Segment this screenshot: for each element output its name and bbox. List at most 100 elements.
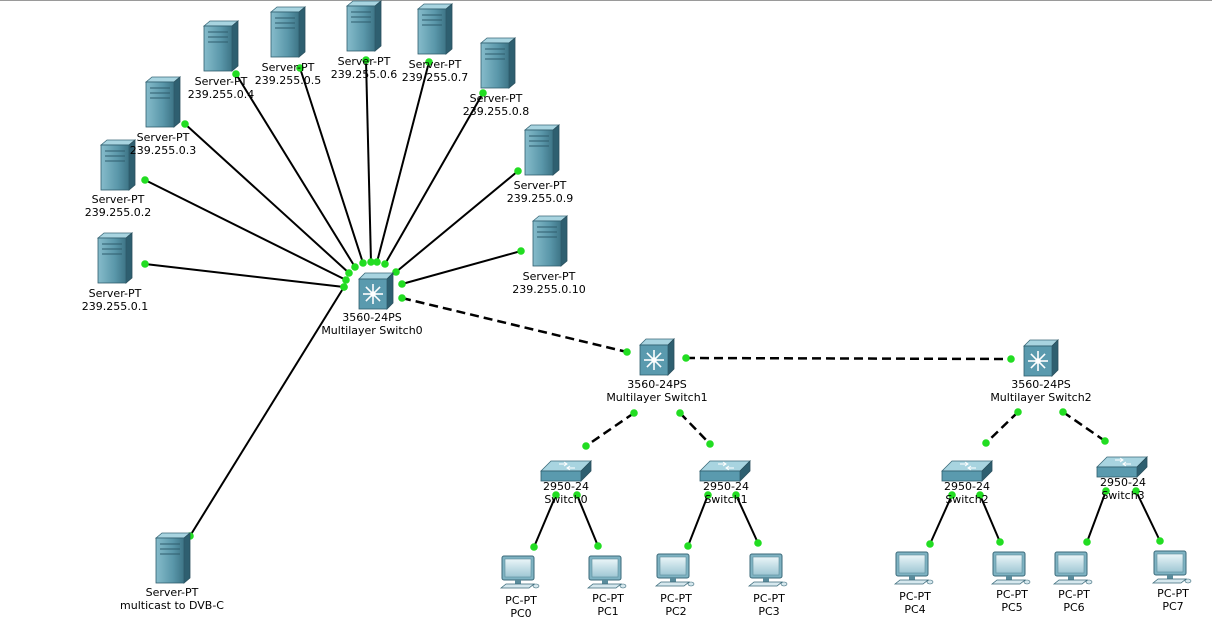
port-indicator <box>573 491 581 499</box>
server-icon-s3[interactable] <box>144 76 182 128</box>
link-s7-ms0[interactable] <box>376 61 430 263</box>
port-indicator <box>1014 408 1022 416</box>
link-s9-ms0[interactable] <box>395 170 519 273</box>
pc-icon-pc7[interactable] <box>1151 550 1192 584</box>
port-indicator <box>732 491 740 499</box>
multilayer-switch-icon-ms0[interactable] <box>358 272 394 310</box>
port-indicator <box>141 260 149 268</box>
switch-icon-sw3[interactable] <box>1096 456 1148 478</box>
port-indicator <box>232 70 240 78</box>
port-indicator <box>517 247 525 255</box>
switch-icon-sw1[interactable] <box>699 460 751 482</box>
device-name: multicast to DVB-C <box>120 599 224 612</box>
device-model: PC-PT <box>899 590 931 603</box>
link-s2-ms0[interactable] <box>144 179 347 281</box>
server-icon-s1[interactable] <box>96 232 134 284</box>
pc-icon-pc1[interactable] <box>586 555 627 589</box>
port-indicator <box>976 491 984 499</box>
port-indicator <box>296 64 304 72</box>
device-model: Server-PT <box>469 92 523 105</box>
link-ms1-sw0[interactable] <box>585 411 635 448</box>
port-indicator <box>514 167 522 175</box>
pc-icon-pc0[interactable] <box>499 555 540 589</box>
link-ms1-ms2[interactable] <box>685 356 1012 361</box>
port-indicator <box>381 260 389 268</box>
pc-icon-pc2[interactable] <box>654 553 695 587</box>
device-model: PC-PT <box>996 588 1028 601</box>
link-sw0-pc0[interactable] <box>533 494 557 548</box>
port-indicator <box>682 354 690 362</box>
device-name: Multilayer Switch1 <box>606 391 708 404</box>
port-indicator <box>392 268 400 276</box>
device-name: Switch1 <box>704 493 748 506</box>
device-model: 2950-24 <box>1100 476 1146 489</box>
link-ms2-sw2[interactable] <box>985 411 1019 444</box>
server-icon-dvb[interactable] <box>154 532 192 584</box>
server-icon-s7[interactable] <box>416 3 454 55</box>
device-model: 3560-24PS <box>1011 378 1071 391</box>
multilayer-switch-icon-ms1[interactable] <box>639 338 675 376</box>
switch-icon-sw0[interactable] <box>540 460 592 482</box>
link-s6-ms0[interactable] <box>365 59 372 263</box>
port-indicator <box>373 258 381 266</box>
link-sw0-pc1[interactable] <box>576 494 599 547</box>
port-indicator <box>181 120 189 128</box>
link-ms1-sw1[interactable] <box>679 412 711 445</box>
device-name: PC3 <box>758 605 780 618</box>
device-model: 3560-24PS <box>342 311 402 324</box>
port-indicator <box>398 280 406 288</box>
device-model: Server-PT <box>194 75 248 88</box>
link-s5-ms0[interactable] <box>299 67 364 264</box>
pc-icon-pc3[interactable] <box>747 553 788 587</box>
link-s1-ms0[interactable] <box>144 263 345 288</box>
port-indicator <box>351 263 359 271</box>
link-ms0-ms1[interactable] <box>401 296 628 354</box>
multilayer-switch-icon-ms2[interactable] <box>1023 339 1059 377</box>
port-indicator <box>594 542 602 550</box>
server-icon-s2[interactable] <box>99 139 137 191</box>
server-icon-s5[interactable] <box>269 6 307 58</box>
device-name: Switch3 <box>1101 489 1145 502</box>
link-sw1-pc2[interactable] <box>687 494 709 547</box>
device-name: 239.255.0.9 <box>506 192 574 205</box>
device-model: 2950-24 <box>944 480 990 493</box>
link-sw2-pc5[interactable] <box>979 494 1001 543</box>
port-indicator <box>479 89 487 97</box>
device-model: Server-PT <box>91 193 145 206</box>
link-sw3-pc6[interactable] <box>1086 490 1107 543</box>
device-name: PC1 <box>597 605 619 618</box>
link-sw3-pc7[interactable] <box>1135 490 1161 542</box>
link-sw2-pc4[interactable] <box>929 494 953 545</box>
device-name: Switch0 <box>544 493 588 506</box>
link-s8-ms0[interactable] <box>384 92 484 265</box>
link-s10-ms0[interactable] <box>401 250 522 285</box>
pc-icon-pc6[interactable] <box>1052 551 1093 585</box>
link-ms2-sw3[interactable] <box>1062 410 1106 443</box>
pc-icon-pc5[interactable] <box>990 551 1031 585</box>
port-indicator <box>630 409 638 417</box>
server-icon-s10[interactable] <box>531 215 569 267</box>
pc-icon-pc4[interactable] <box>893 551 934 585</box>
server-icon-s9[interactable] <box>523 124 561 176</box>
devices-layer <box>96 0 1192 589</box>
link-s3-ms0[interactable] <box>184 123 350 274</box>
link-dvb-ms0[interactable] <box>189 286 345 537</box>
port-indicator <box>345 269 353 277</box>
link-sw1-pc3[interactable] <box>735 494 759 544</box>
server-icon-s8[interactable] <box>479 37 517 89</box>
port-indicator <box>996 538 1004 546</box>
switch-icon-sw2[interactable] <box>941 460 993 482</box>
device-name: 239.255.0.5 <box>254 74 322 87</box>
server-icon-s6[interactable] <box>345 0 383 52</box>
server-icon-s4[interactable] <box>202 20 240 72</box>
device-name: PC5 <box>1001 601 1023 614</box>
link-s4-ms0[interactable] <box>235 73 356 268</box>
device-model: Server-PT <box>261 61 315 74</box>
